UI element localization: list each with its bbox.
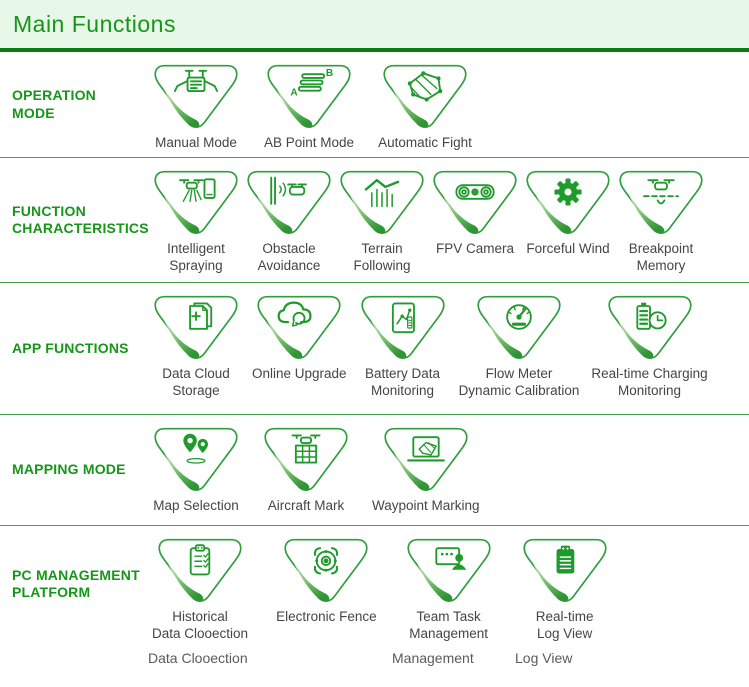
feature-label: Intelligent Spraying [167,241,225,274]
clipboard-log-icon [521,537,609,605]
feature-label: Manual Mode [155,135,237,150]
feature-item: Real-time Log View [521,537,609,643]
feature-item: Manual Mode [152,63,240,151]
cloud-refresh-icon [255,294,343,362]
spraying-drone-icon [152,169,240,237]
battery-clock-icon [606,294,694,362]
page-title: Main Functions [13,10,176,37]
feature-item: Breakpoint Memory [617,169,705,275]
feature-label: Online Upgrade [252,366,347,381]
feature-item: Aircraft Mark [262,426,350,514]
terrain-profile-icon [338,169,426,237]
svg-text:A: A [290,87,298,98]
team-screen-icon [405,537,493,605]
drone-grid-icon [262,426,350,494]
feature-label: Waypoint Marking [372,498,480,513]
fpv-camera-icon [431,169,519,237]
feature-item: Team Task Management [405,537,493,643]
svg-text:B: B [326,68,333,79]
screen-flightpath-icon [382,426,470,494]
feature-item: Electronic Fence [276,537,377,625]
feature-item: Waypoint Marking [372,426,480,514]
section-row: FUNCTION CHARACTERISTICS Intelligent Spra… [0,158,749,283]
section-row: PC MANAGEMENT PLATFORM Historical Data Cl… [0,526,749,642]
feature-item: Terrain Following [338,169,426,275]
section-row: MAPPING MODE Map Selection Aircraft Mark Wa… [0,415,749,526]
feature-item: Map Selection [152,426,240,514]
feature-label: Obstacle Avoidance [257,241,321,274]
feature-item: Real-time Charging Monitoring [591,294,708,400]
feature-label: Real-time Log View [535,609,594,642]
feature-item: Flow Meter Dynamic Calibration [458,294,580,400]
breakpoint-drone-icon [617,169,705,237]
category-label: OPERATION MODE [12,87,96,121]
feature-label: Historical Data Clooection [152,609,249,642]
feature-label: Flow Meter Dynamic Calibration [458,366,580,399]
feature-item: FPV Camera [431,169,519,257]
drone-manual-icon [152,63,240,131]
feature-label: Automatic Fight [378,135,472,150]
category-label: PC MANAGEMENT PLATFORM [12,566,140,601]
feature-label: Terrain Following [353,241,411,274]
ghost-label: Management [392,650,474,666]
ghost-caption-row: Data Clooection Management Log View [0,642,749,687]
fan-blade-icon [524,169,612,237]
flow-gauge-icon [475,294,563,362]
feature-item: Obstacle Avoidance [245,169,333,275]
feature-label: Aircraft Mark [267,498,345,513]
section-row: APP FUNCTIONS Data Cloud Storage Online Up… [0,283,749,415]
category-label: APP FUNCTIONS [12,339,129,356]
obstacle-avoidance-icon [245,169,333,237]
feature-label: Team Task Management [409,609,489,642]
geofence-target-icon [282,537,370,605]
feature-label: Breakpoint Memory [628,241,694,274]
tablet-chart-icon [359,294,447,362]
clipboard-checklist-icon [156,537,244,605]
flight-path-polygon-icon [381,63,469,131]
feature-item: Automatic Fight [378,63,472,151]
feature-item: Battery Data Monitoring [359,294,447,400]
feature-label: Battery Data Monitoring [365,366,441,399]
category-label: MAPPING MODE [12,461,126,478]
feature-label: Map Selection [153,498,239,513]
feature-label: Electronic Fence [276,609,377,624]
feature-label: Data Cloud Storage [162,366,230,399]
ghost-label: Log View [515,650,573,666]
feature-label: Real-time Charging Monitoring [591,366,708,399]
feature-item: Historical Data Clooection [152,537,248,643]
feature-item: Forceful Wind [524,169,612,257]
document-plus-icon [152,294,240,362]
ghost-label: Data Clooection [148,650,248,666]
category-label: FUNCTION CHARACTERISTICS [12,202,149,237]
feature-item: Intelligent Spraying [152,169,240,275]
feature-label: AB Point Mode [264,135,355,150]
feature-item: Online Upgrade [252,294,347,382]
page-header: Main Functions [0,0,749,52]
feature-label: FPV Camera [435,241,515,256]
feature-label: Forceful Wind [526,241,610,256]
feature-item: Data Cloud Storage [152,294,240,400]
map-pins-icon [152,426,240,494]
